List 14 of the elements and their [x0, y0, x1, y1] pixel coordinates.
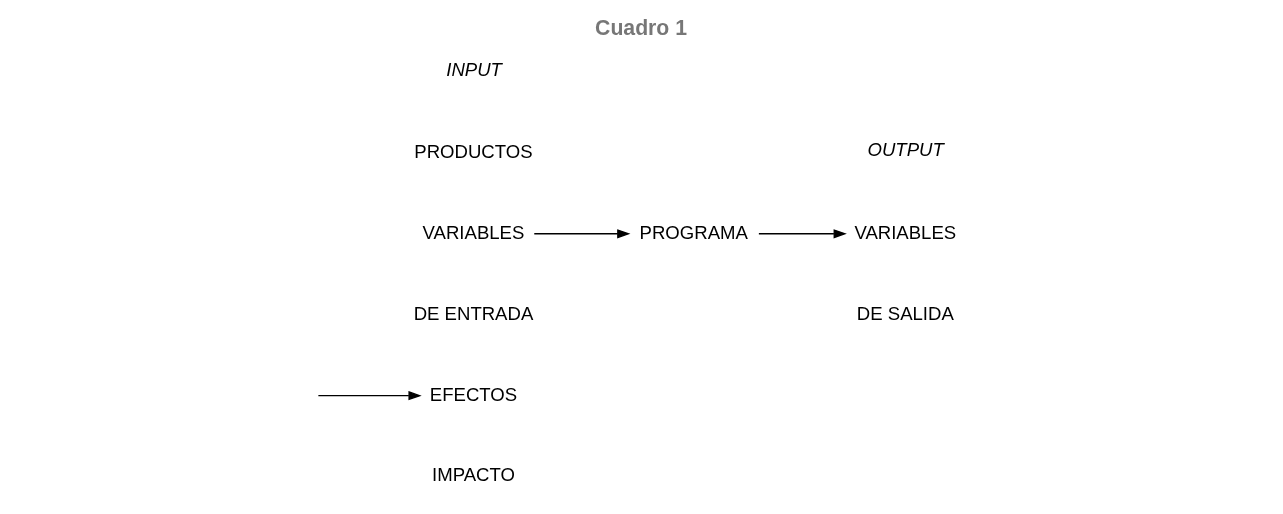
label: INPUT — [446, 58, 502, 80]
label: DE ENTRADA — [413, 302, 534, 324]
arrow — [758, 229, 847, 239]
node-text: EFECTOS — [429, 383, 518, 405]
node-text: VARIABLES — [422, 221, 525, 243]
arrow — [533, 229, 631, 239]
diagram-title: Cuadro 1 — [595, 15, 688, 39]
arrow — [317, 391, 422, 401]
label: OUTPUT — [867, 139, 944, 161]
label: PRODUCTOS — [414, 140, 533, 162]
node-text: PROGRAMA — [639, 221, 748, 243]
node-text: VARIABLES — [854, 221, 957, 243]
label: IMPACTO — [432, 464, 515, 486]
label: DE SALIDA — [856, 302, 954, 324]
